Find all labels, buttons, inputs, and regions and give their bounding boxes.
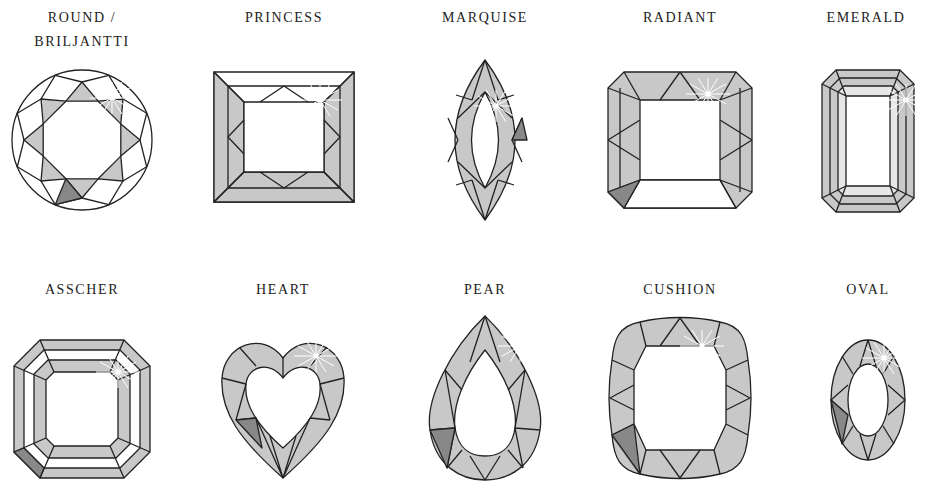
radiant-gem — [608, 72, 752, 208]
shape-name: CUSHION — [643, 278, 716, 302]
marquise-gem — [448, 60, 527, 220]
shape-name: OVAL — [846, 278, 889, 302]
sparkles — [90, 78, 928, 388]
shape-name: MARQUISE — [442, 6, 528, 30]
heart-gem — [222, 343, 344, 478]
cushion-gem — [609, 318, 751, 479]
princess-gem — [214, 72, 354, 202]
oval-gem — [831, 340, 905, 460]
shape-name: ASSCHER — [45, 278, 119, 302]
round-gem — [12, 70, 152, 210]
shape-name: PRINCESS — [245, 6, 323, 30]
shape-name: HEART — [256, 278, 310, 302]
shape-name: ROUND / BRILJANTTI — [17, 6, 147, 54]
shape-name: PEAR — [464, 278, 506, 302]
asscher-gem — [14, 340, 150, 478]
shape-name: EMERALD — [827, 6, 906, 30]
shape-name: RADIANT — [643, 6, 717, 30]
